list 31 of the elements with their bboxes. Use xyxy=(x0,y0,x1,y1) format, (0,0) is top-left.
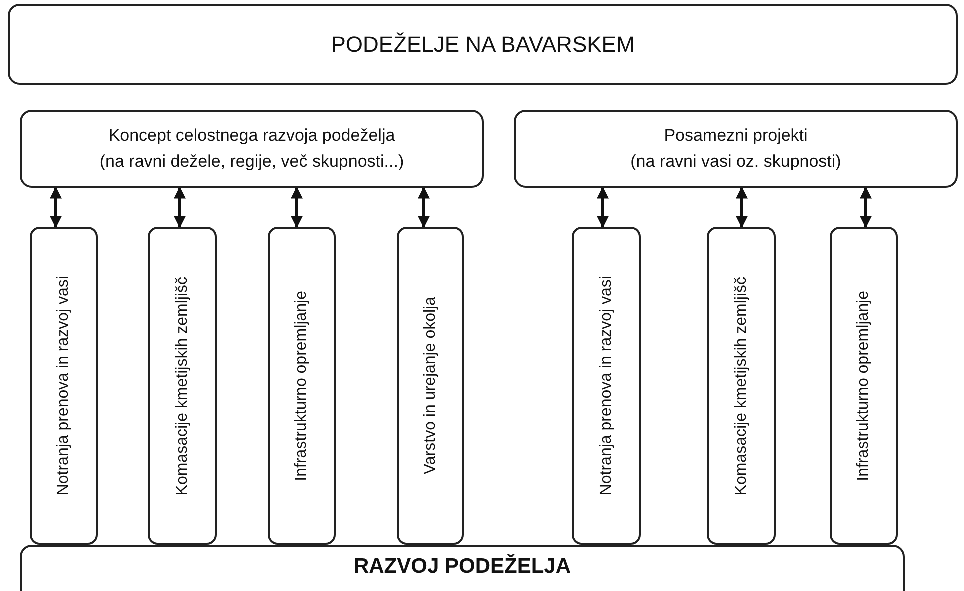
box-subtitle: (na ravni vasi oz. skupnosti) xyxy=(630,151,842,173)
pillar-box xyxy=(397,227,464,545)
pillar-label: Varstvo in urejanje okolja xyxy=(422,297,440,475)
double-arrow xyxy=(736,186,748,228)
pillar-label: Infrastrukturno opremljanje xyxy=(293,290,311,482)
double-arrow xyxy=(174,186,186,228)
double-arrow xyxy=(50,186,62,228)
process-box xyxy=(514,110,958,188)
box-heading: Koncept celostnega razvoja podeželja xyxy=(108,125,396,147)
base-label: RAZVOJ PODEŽELJA xyxy=(354,555,572,579)
pillar-box xyxy=(707,227,776,545)
double-arrow xyxy=(597,186,609,228)
double-arrow xyxy=(418,186,430,228)
pillar-box xyxy=(268,227,336,545)
pillar-box xyxy=(830,227,898,545)
pillar-label: Notranja prenova in razvoj vasi xyxy=(598,276,616,496)
double-arrow xyxy=(291,186,303,228)
pillar-label: Komasacije kmetijskih zemljišč xyxy=(732,276,750,496)
process-box xyxy=(20,110,484,188)
box-subtitle: (na ravni dežele, regije, več skupnosti...) xyxy=(100,151,404,173)
base-box xyxy=(20,545,905,591)
box-heading: Posamezni projekti xyxy=(664,125,808,147)
pillar-box xyxy=(30,227,98,545)
double-arrow xyxy=(860,186,872,228)
pillar-box xyxy=(148,227,217,545)
header-box xyxy=(8,4,958,85)
pillar-label: Komasacije kmetijskih zemljišč xyxy=(174,276,192,496)
pillar-box xyxy=(572,227,641,545)
pillar-label: Notranja prenova in razvoj vasi xyxy=(55,276,73,496)
diagram-heading: PODEŽELJE NA BAVARSKEM xyxy=(331,32,635,58)
pillar-label: Infrastrukturno opremljanje xyxy=(855,290,873,482)
